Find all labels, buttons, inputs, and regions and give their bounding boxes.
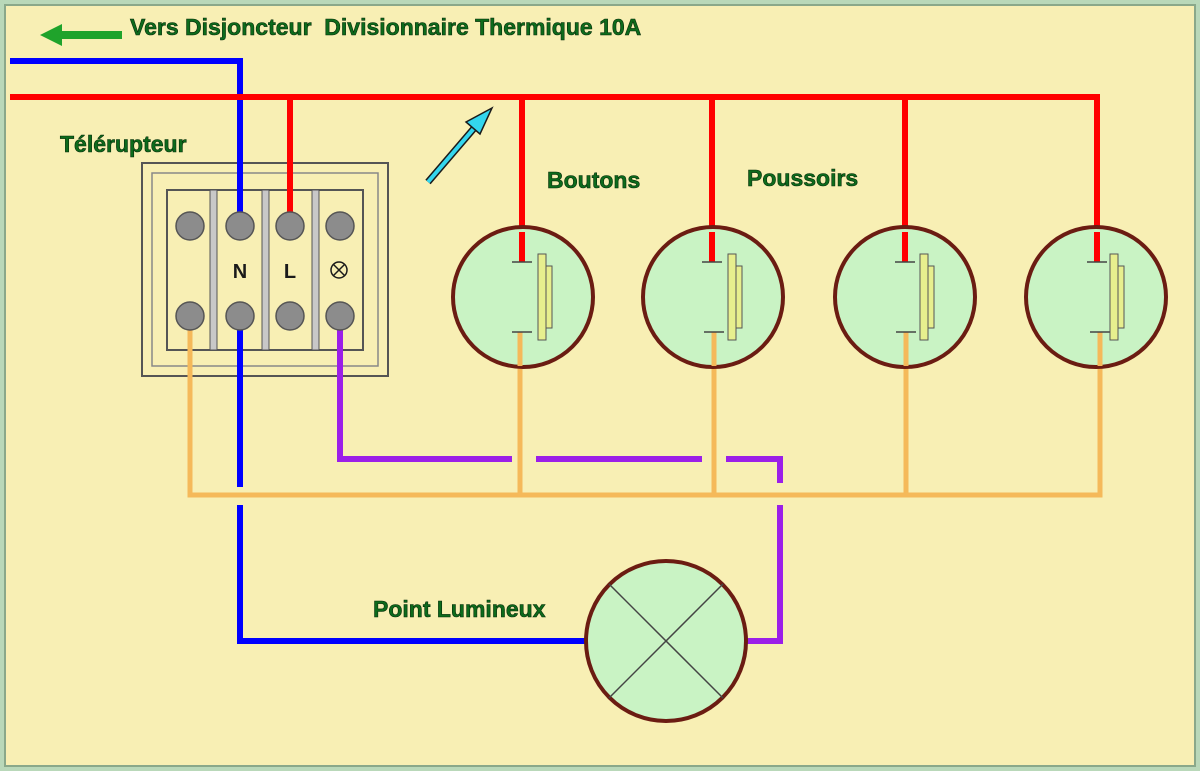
telerupteur-label: Télérupteur — [60, 131, 187, 157]
boutons-label: Boutons — [547, 167, 640, 193]
terminal-screw — [275, 301, 305, 331]
terminal-label-neutral: N — [233, 261, 247, 283]
terminal-label-live: L — [284, 261, 296, 283]
neutral-wire — [10, 58, 590, 644]
telerupteur-box — [141, 162, 389, 377]
push-button — [451, 225, 595, 369]
lamp-cross-icon — [584, 559, 748, 723]
title-arrow-icon — [40, 24, 122, 46]
poussoirs-label: Poussoirs — [747, 165, 858, 191]
terminal-screw — [225, 301, 255, 331]
terminal-screw — [275, 211, 305, 241]
point-lumineux-label: Point Lumineux — [373, 596, 546, 622]
terminal-screws — [175, 211, 355, 331]
diagram-title: Vers Disjoncteur Divisionnaire Thermique… — [130, 14, 641, 40]
lamp-symbol-icon — [330, 261, 348, 279]
push-button — [1024, 225, 1168, 369]
terminal-screw — [325, 301, 355, 331]
lamp-return-wire — [337, 318, 783, 644]
push-button — [641, 225, 785, 369]
cursor-arrow-icon — [425, 106, 494, 185]
terminal-screw — [175, 211, 205, 241]
terminal-screw — [225, 211, 255, 241]
terminal-screw — [175, 301, 205, 331]
terminal-screw — [325, 211, 355, 241]
push-button — [833, 225, 977, 369]
